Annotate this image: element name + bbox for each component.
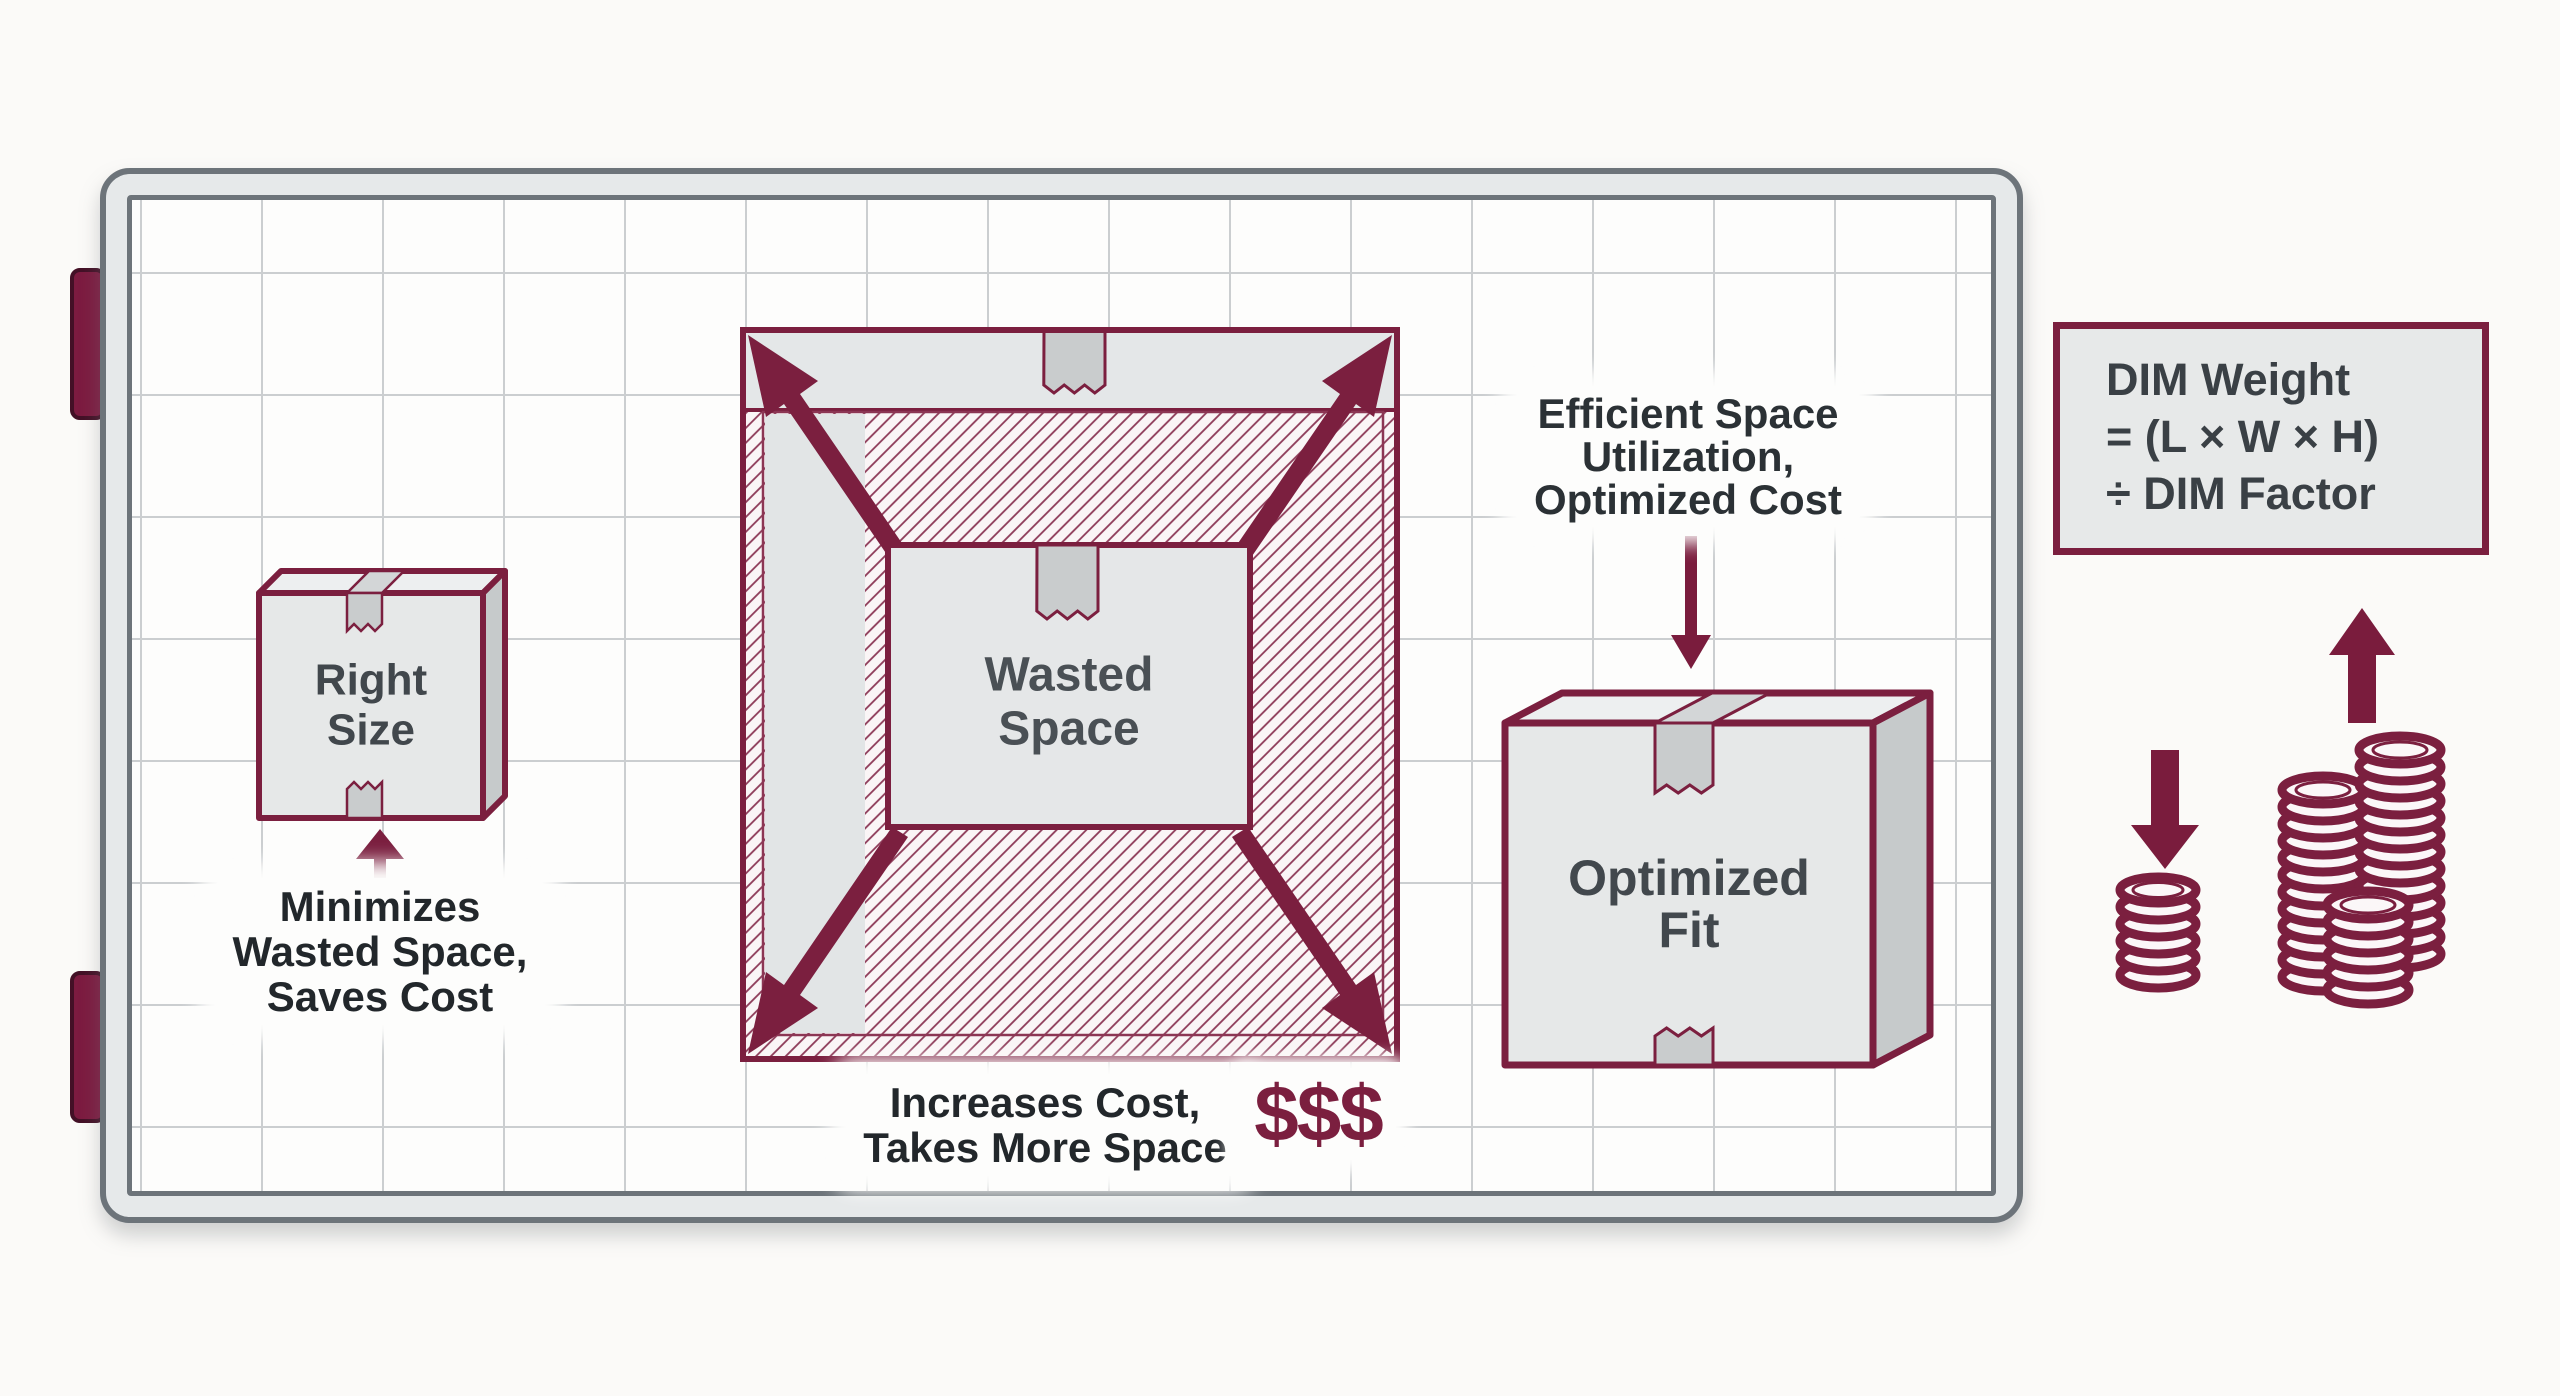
caption-line: Wasted Space,	[232, 928, 528, 975]
caption-line: Takes More Space	[863, 1124, 1227, 1171]
box-liner	[761, 410, 1385, 1037]
optimized-fit-caption: Efficient Space Utilization, Optimized C…	[1515, 386, 1861, 527]
expand-arrows-icon	[748, 335, 1392, 1054]
coin-stack-small-icon	[2115, 872, 2201, 993]
tape-icon	[1653, 1025, 1715, 1067]
wasted-space-caption: Increases Cost, Takes More Space	[845, 1074, 1245, 1176]
up-arrow-icon	[2329, 608, 2395, 723]
wasted-space-label-line1: Wasted	[985, 649, 1154, 702]
tape-icon	[1653, 721, 1715, 796]
optimized-fit-box-illustration: Optimized Fit	[1501, 689, 1934, 1069]
caption-line: Efficient Space	[1537, 390, 1839, 437]
wasted-space-label-line2: Space	[998, 703, 1139, 756]
cost-comparison-illustration	[2115, 608, 2446, 1009]
caption-line: Minimizes	[279, 883, 481, 930]
inner-wall	[765, 414, 865, 1033]
caption-line: Utilization,	[1581, 433, 1795, 480]
coin-stack-large-icon	[2277, 731, 2446, 1009]
cost-symbol: $$$	[1240, 1068, 1396, 1160]
caption-line: Saves Cost	[266, 973, 494, 1020]
caption-line: Optimized Cost	[1533, 476, 1843, 523]
dim-formula-box: DIM Weight = (L × W × H) ÷ DIM Factor	[2053, 322, 2489, 555]
dim-formula-line2: = (L × W × H)	[2106, 411, 2379, 462]
right-size-caption: Minimizes Wasted Space, Saves Cost	[214, 878, 546, 1025]
right-size-box-illustration: Right Size	[256, 568, 508, 821]
right-size-label-line1: Right	[315, 656, 428, 705]
caption-line: Increases Cost,	[889, 1079, 1201, 1126]
optimized-fit-label-line1: Optimized	[1568, 850, 1810, 906]
flap-edge	[745, 408, 1395, 412]
tape-icon	[1042, 328, 1107, 395]
dim-formula-line3: ÷ DIM Factor	[2106, 468, 2376, 519]
oversized-box-illustration: Wasted Space	[740, 327, 1400, 1062]
oversized-box-border	[740, 327, 1400, 1062]
up-arrow-icon	[356, 829, 404, 889]
tape-icon	[345, 591, 384, 635]
optimized-fit-label-line2: Fit	[1658, 902, 1719, 958]
right-size-label-line2: Size	[327, 706, 415, 755]
dim-formula-line1: DIM Weight	[2106, 354, 2351, 405]
down-arrow-icon	[1671, 536, 1711, 669]
tape-icon	[1035, 543, 1100, 621]
down-arrow-icon	[2131, 750, 2199, 869]
tape-icon	[345, 778, 384, 820]
